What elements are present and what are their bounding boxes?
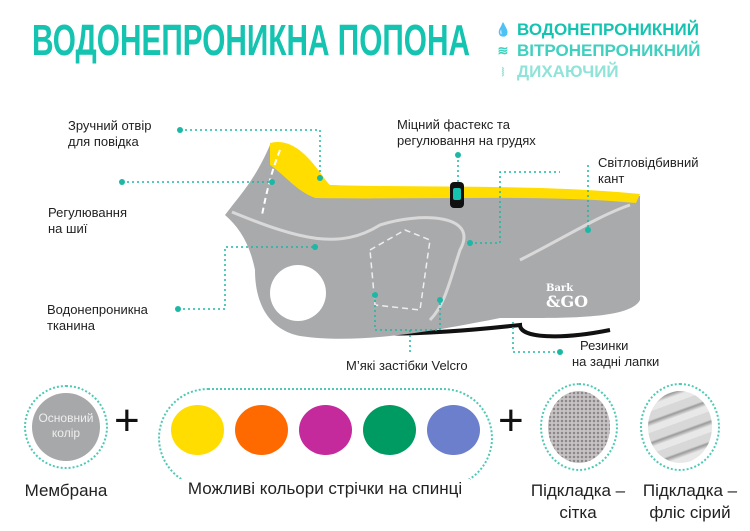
feature-breathable: ⧘ ДИХАЮЧИЙ [495, 62, 619, 82]
plus-sign: + [114, 396, 140, 445]
callout-text: на шиї [48, 221, 88, 236]
logo-text: &GO [546, 292, 589, 311]
callout-text: Зручний отвір [68, 118, 152, 133]
lining-text: сітка [559, 503, 597, 522]
water-drops-icon: 💧 [495, 22, 512, 37]
fleece-lining-swatch [640, 383, 720, 471]
stripe-color-magenta [299, 405, 352, 455]
feature-waterproof: 💧 ВОДОНЕПРОНИКНИЙ [495, 20, 699, 40]
feature-label: ВІТРОНЕПРОНИКНИЙ [517, 41, 701, 60]
callout-text: кант [598, 171, 625, 186]
callout-text: Водонепроникна [47, 302, 148, 317]
callout-text: регулювання на грудях [397, 133, 536, 148]
stripe-color-green [363, 405, 416, 455]
coat-illustration [119, 127, 640, 355]
callout-text: Регулювання [48, 205, 128, 220]
stripe-colors-label: Можливі кольори стрічки на спинці [180, 479, 470, 499]
stripe-color-blue [427, 405, 480, 455]
lining-text: фліс сірий [649, 503, 731, 522]
callout-velcro: М’які застібки Velcro [346, 358, 468, 373]
lining-text: Підкладка – [530, 481, 626, 500]
back-stripe [270, 141, 640, 203]
callout-text: Світловідбивний [598, 155, 699, 170]
fleece-lining-label: Підкладка – фліс сірий [638, 480, 742, 524]
breathable-icon: ⧘ [501, 64, 505, 79]
membrane-label: Мембрана [24, 481, 108, 500]
page-title: ВОДОНЕПРОНИКНА ПОПОНА [32, 16, 470, 65]
callout-text: Резинки [580, 338, 629, 353]
membrane-text: колір [51, 426, 81, 440]
callout-text: на задні лапки [572, 354, 660, 369]
stripe-color-orange [235, 405, 288, 455]
plus-sign: + [498, 396, 524, 445]
membrane-text: Основний [38, 411, 94, 425]
callout-lines [122, 129, 589, 355]
feature-windproof: ≋ ВІТРОНЕПРОНИКНИЙ [495, 41, 701, 61]
callout-text: тканина [47, 318, 96, 333]
logo-text: Bark [546, 283, 574, 294]
feature-label: ДИХАЮЧИЙ [517, 62, 619, 81]
stripe-color-yellow [171, 405, 224, 455]
bark-and-go-logo: Bark&GO [546, 282, 589, 311]
callout-text: для повідка [68, 134, 139, 149]
wind-icon: ≋ [497, 43, 509, 58]
reflective-piping [231, 210, 466, 322]
callout-text: Міцний фастекс та [397, 117, 510, 132]
leg-hole [270, 265, 326, 321]
lining-text: Підкладка – [642, 481, 738, 500]
mesh-lining-label: Підкладка – сітка [528, 480, 628, 524]
feature-label: ВОДОНЕПРОНИКНИЙ [517, 20, 699, 39]
mesh-lining-swatch [540, 383, 618, 471]
